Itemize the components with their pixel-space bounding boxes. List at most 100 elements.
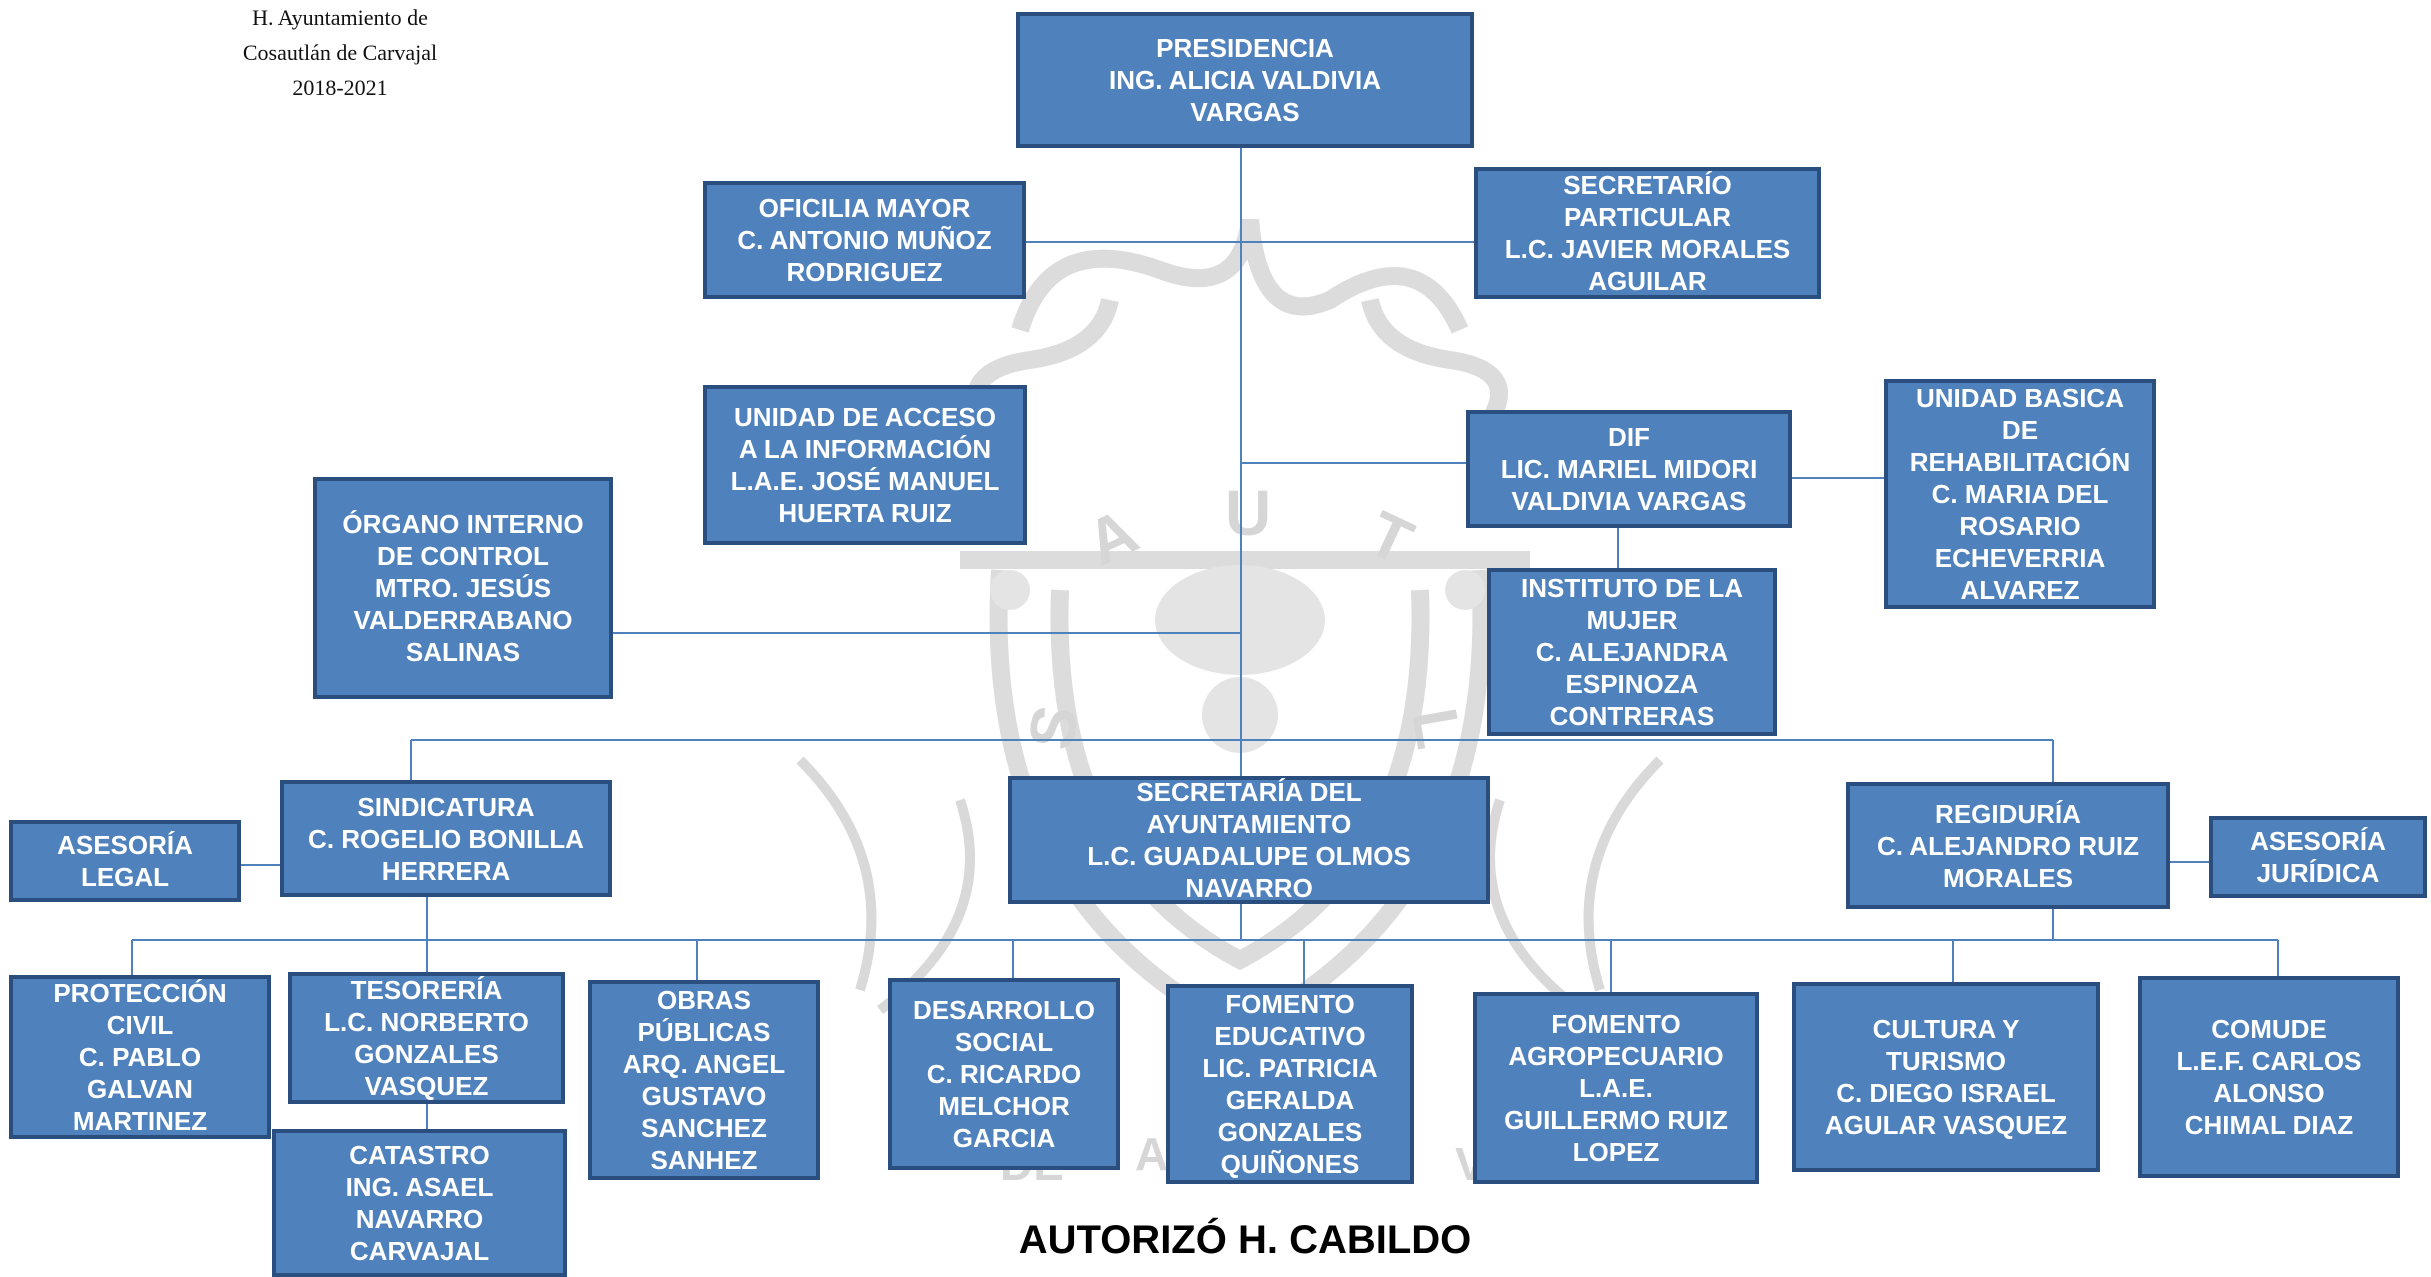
- node-text: ECHEVERRIA: [1934, 543, 2106, 573]
- node-text: MARTINEZ: [72, 1106, 208, 1136]
- node-text: C. ROGELIO BONILLA: [308, 823, 584, 854]
- node-text: CATASTRO: [349, 1140, 490, 1170]
- node-text: NAVARRO: [355, 1204, 484, 1234]
- node-text: COMUDE: [2211, 1014, 2327, 1044]
- node-text: C. RICARDO: [926, 1059, 1082, 1089]
- node-text: CULTURA Y: [1872, 1014, 2020, 1044]
- node-text: PARTICULAR: [1563, 202, 1732, 232]
- node-text: AGULAR VASQUEZ: [1824, 1110, 2068, 1140]
- node-text: RODRIGUEZ: [786, 257, 943, 287]
- node-text: LIC. PATRICIA: [1202, 1053, 1378, 1083]
- node-text: C. MARIA DEL: [1931, 479, 2109, 509]
- node-text: ING. ASAEL: [345, 1172, 494, 1202]
- node-text: L.A.E.: [1579, 1073, 1653, 1103]
- watermark-letter: A: [1135, 1128, 1168, 1180]
- node-text: OFICILIA MAYOR: [758, 193, 971, 223]
- node-text: AGROPECUARIO: [1508, 1041, 1724, 1071]
- node-text: FOMENTO: [1225, 989, 1355, 1019]
- node-text: CIVIL: [106, 1010, 174, 1040]
- node-text: L.A.E. JOSÉ MANUEL: [730, 466, 1000, 496]
- node-text: HERRERA: [381, 855, 511, 886]
- node-text: NAVARRO: [1185, 873, 1313, 903]
- node-text: C. PABLO: [78, 1042, 202, 1072]
- node-text: MELCHOR: [938, 1091, 1070, 1121]
- node-text: PROTECCIÓN: [53, 978, 227, 1008]
- node-text: GERALDA: [1225, 1085, 1355, 1115]
- node-text: SANCHEZ: [641, 1113, 767, 1143]
- node-text: GARCIA: [952, 1123, 1056, 1153]
- node-text: A LA INFORMACIÓN: [738, 434, 992, 464]
- node-text: L.C. GUADALUPE OLMOS: [1087, 841, 1411, 871]
- node-text: OBRAS: [657, 985, 751, 1015]
- node-text: GUSTAVO: [641, 1081, 767, 1111]
- node-text: ALONSO: [2213, 1078, 2325, 1108]
- node-text: SECRETARÍA DEL: [1136, 777, 1362, 807]
- node-text: PRESIDENCIA: [1156, 33, 1334, 63]
- node-text: TESORERÍA: [350, 975, 503, 1005]
- node-text: UNIDAD BASICA: [1915, 383, 2124, 413]
- node-text: JURÍDICA: [2256, 858, 2380, 888]
- node-text: C. ANTONIO MUÑOZ: [737, 225, 992, 255]
- node-text: HUERTA RUIZ: [778, 498, 952, 528]
- node-text: L.E.F. CARLOS: [2176, 1046, 2362, 1076]
- node-text: VARGAS: [1190, 97, 1300, 127]
- node-text: GONZALES: [1217, 1117, 1363, 1147]
- watermark-letter: U: [1225, 477, 1271, 549]
- node-text: ING. ALICIA VALDIVIA: [1108, 65, 1382, 95]
- node-text: MUJER: [1586, 605, 1678, 635]
- node-text: SECRETARÍO: [1563, 170, 1732, 200]
- header-line-3: 2018-2021: [292, 75, 388, 100]
- node-text: SALINAS: [405, 637, 521, 667]
- node-text: DESARROLLO: [913, 995, 1095, 1025]
- node-text: REHABILITACIÓN: [1909, 447, 2131, 477]
- municipality-header: H. Ayuntamiento de Cosautlán de Carvajal…: [200, 0, 480, 105]
- node-text: L.C. NORBERTO: [324, 1007, 529, 1037]
- node-text: EDUCATIVO: [1214, 1021, 1366, 1051]
- node-text: DIF: [1608, 422, 1650, 452]
- node-text: CHIMAL DIAZ: [2184, 1110, 2354, 1140]
- node-text: UNIDAD DE ACCESO: [734, 402, 996, 432]
- node-text: VALDIVIA VARGAS: [1511, 486, 1747, 516]
- node-text: REGIDURÍA: [1935, 798, 2081, 829]
- node-text: CARVAJAL: [349, 1236, 490, 1266]
- node-text: LOPEZ: [1572, 1137, 1660, 1167]
- node-text: LEGAL: [80, 862, 170, 892]
- header-line-1: H. Ayuntamiento de: [252, 5, 428, 30]
- node-text: VALDERRABANO: [353, 605, 573, 635]
- node-text: VASQUEZ: [364, 1071, 489, 1101]
- node-text: FOMENTO: [1551, 1009, 1681, 1039]
- node-text: LIC. MARIEL MIDORI: [1500, 454, 1758, 484]
- node-text: ASESORÍA: [2250, 826, 2386, 856]
- node-text: MTRO. JESÚS: [374, 573, 552, 603]
- node-text: C. ALEJANDRO RUIZ: [1877, 830, 2139, 861]
- node-text: DE CONTROL: [377, 541, 549, 571]
- node-text: DE: [2001, 415, 2039, 445]
- node-text: AYUNTAMIENTO: [1146, 809, 1352, 839]
- node-text: PÚBLICAS: [637, 1017, 771, 1047]
- node-text: MORALES: [1943, 862, 2073, 893]
- node-text: ALVAREZ: [1960, 575, 2080, 605]
- node-text: ESPINOZA: [1565, 669, 1699, 699]
- node-text: GONZALES: [354, 1039, 499, 1069]
